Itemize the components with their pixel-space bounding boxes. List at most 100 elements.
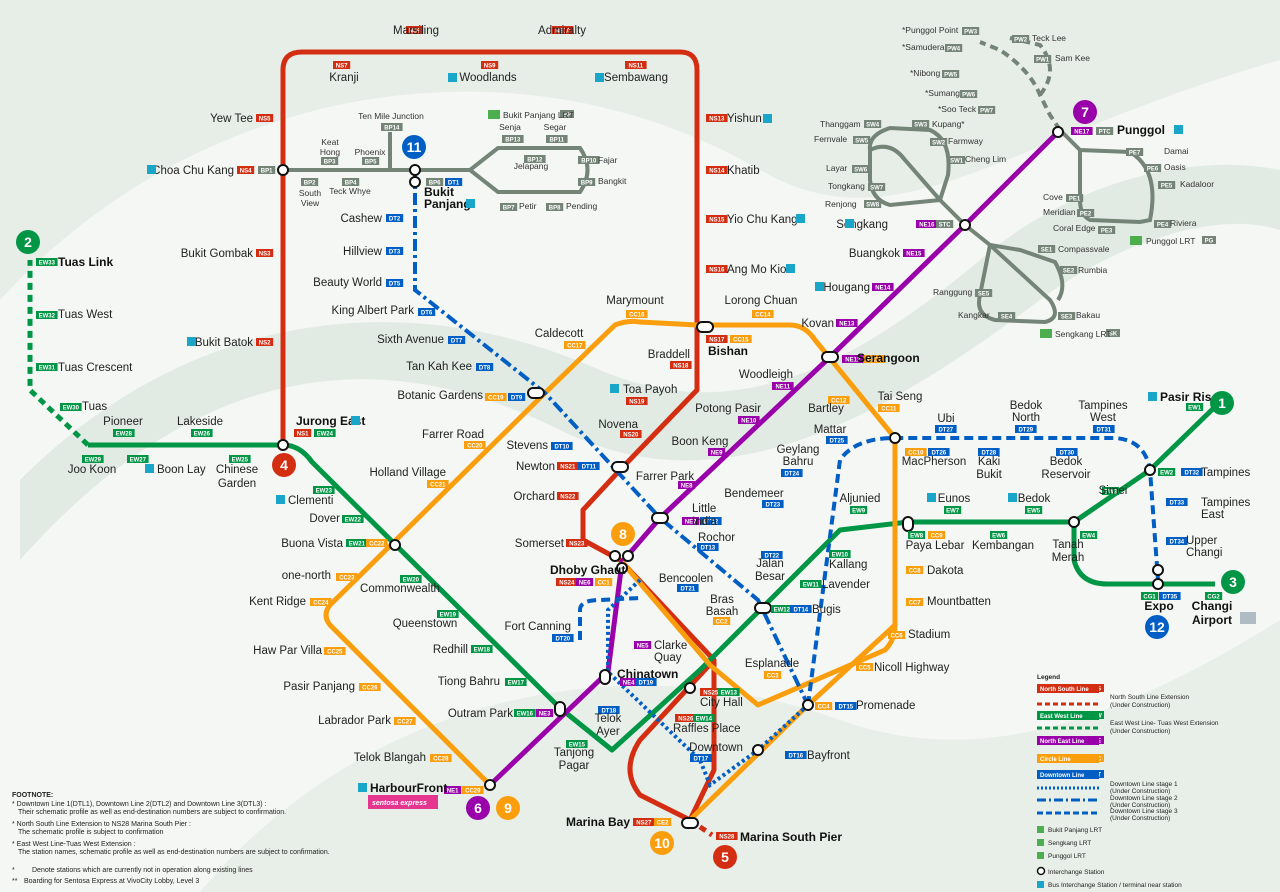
station-yio-chu-kang[interactable]: Yio Chu Kang bbox=[727, 214, 798, 226]
lrt-meridian[interactable]: Meridian bbox=[1043, 207, 1076, 217]
lrt-ranggung[interactable]: Ranggung bbox=[933, 287, 973, 297]
station-yew-tee[interactable]: Yew Tee bbox=[210, 113, 253, 125]
station-nicoll-highway[interactable]: Nicoll Highway bbox=[874, 662, 950, 674]
station-marina-south-pier[interactable]: Marina South Pier bbox=[740, 830, 842, 844]
station-outram-park[interactable]: Outram Park bbox=[448, 708, 513, 720]
lrt-renjong[interactable]: Renjong bbox=[825, 199, 857, 209]
station-bras-basah-2[interactable]: Basah bbox=[706, 606, 739, 618]
station-kaki-bukit-2[interactable]: Bukit bbox=[976, 469, 1002, 481]
lrt-bakau[interactable]: Bakau bbox=[1076, 310, 1100, 320]
station-pasir-panjang[interactable]: Pasir Panjang bbox=[283, 681, 355, 693]
lrt-riviera[interactable]: Riviera bbox=[1170, 218, 1197, 228]
station-tuas-west[interactable]: Tuas West bbox=[58, 309, 113, 321]
lrt-punggol-point[interactable]: *Punggol Point bbox=[902, 25, 959, 35]
lrt-south-view-2[interactable]: View bbox=[301, 198, 320, 208]
station-kallang[interactable]: Kallang bbox=[829, 559, 867, 571]
station-raffles-place[interactable]: Raffles Place bbox=[673, 723, 741, 735]
station-tampines[interactable]: Tampines bbox=[1201, 467, 1250, 479]
station-woodleigh[interactable]: Woodleigh bbox=[739, 369, 793, 381]
station-bedok-reservoir-2[interactable]: Reservoir bbox=[1041, 469, 1090, 481]
lrt-petir[interactable]: Petir bbox=[519, 201, 537, 211]
station-lorong-chuan[interactable]: Lorong Chuan bbox=[725, 295, 798, 307]
lrt-phoenix[interactable]: Phoenix bbox=[355, 147, 386, 157]
station-novena[interactable]: Novena bbox=[598, 419, 638, 431]
station-bendemeer[interactable]: Bendemeer bbox=[724, 488, 784, 500]
station-cashew[interactable]: Cashew bbox=[340, 213, 382, 225]
station-tuas-crescent[interactable]: Tuas Crescent bbox=[58, 362, 133, 374]
station-telok-ayer-2[interactable]: Ayer bbox=[596, 726, 620, 738]
station-macpherson[interactable]: MacPherson bbox=[902, 456, 967, 468]
station-tanah-merah-2[interactable]: Merah bbox=[1052, 552, 1085, 564]
station-dover[interactable]: Dover bbox=[309, 513, 340, 525]
station-potong-pasir[interactable]: Potong Pasir bbox=[695, 403, 761, 415]
station-aljunied[interactable]: Aljunied bbox=[840, 493, 881, 505]
station-orchard[interactable]: Orchard bbox=[513, 491, 555, 503]
station-tanjong-pagar-2[interactable]: Pagar bbox=[559, 760, 590, 772]
station-bukit-panjang[interactable]: Bukit bbox=[424, 185, 454, 199]
lrt-coral-edge[interactable]: Coral Edge bbox=[1053, 223, 1096, 233]
station-jalan-besar[interactable]: Jalan bbox=[756, 558, 784, 570]
station-ubi[interactable]: Ubi bbox=[937, 413, 954, 425]
station-little-india[interactable]: Little bbox=[692, 503, 716, 515]
station-buona-vista[interactable]: Buona Vista bbox=[281, 538, 343, 550]
station-marina-bay[interactable]: Marina Bay bbox=[566, 815, 630, 829]
station-newton[interactable]: Newton bbox=[516, 461, 555, 473]
station-stadium[interactable]: Stadium bbox=[908, 629, 950, 641]
station-rochor[interactable]: Rochor bbox=[698, 532, 735, 544]
station-tampines-east-2[interactable]: East bbox=[1201, 509, 1225, 521]
station-tanjong-pagar[interactable]: Tanjong bbox=[554, 747, 594, 759]
station-city-hall[interactable]: City Hall bbox=[700, 697, 743, 709]
station-eunos[interactable]: Eunos bbox=[938, 493, 971, 505]
station-sembawang[interactable]: Sembawang bbox=[604, 72, 668, 84]
station-bartley[interactable]: Bartley bbox=[808, 403, 844, 415]
station-pasir-ris[interactable]: Pasir Ris bbox=[1160, 390, 1212, 404]
lrt-fajar[interactable]: Fajar bbox=[598, 155, 618, 165]
station-admiralty[interactable]: Admiralty bbox=[538, 25, 586, 37]
station-boon-keng[interactable]: Boon Keng bbox=[672, 436, 729, 448]
station-hougang[interactable]: Hougang bbox=[823, 282, 870, 294]
station-mattar[interactable]: Mattar bbox=[814, 424, 847, 436]
station-queenstown[interactable]: Queenstown bbox=[393, 618, 458, 630]
station-jalan-besar-2[interactable]: Besar bbox=[755, 571, 785, 583]
station-bukit-panjang-2[interactable]: Panjang bbox=[424, 197, 471, 211]
station-serangoon[interactable]: Serangoon bbox=[857, 351, 920, 365]
station-hillview[interactable]: Hillview bbox=[343, 246, 383, 258]
station-chinatown[interactable]: Chinatown bbox=[617, 667, 678, 681]
station-bugis[interactable]: Bugis bbox=[812, 604, 841, 616]
station-chinese-garden-2[interactable]: Garden bbox=[218, 478, 256, 490]
station-jurong-east[interactable]: Jurong East bbox=[296, 414, 365, 428]
station-clementi[interactable]: Clementi bbox=[288, 495, 333, 507]
station-stevens[interactable]: Stevens bbox=[506, 440, 548, 452]
station-one-north[interactable]: one-north bbox=[282, 570, 331, 582]
station-farrer-park[interactable]: Farrer Park bbox=[636, 471, 694, 483]
lrt-sumang[interactable]: *Sumang bbox=[925, 88, 960, 98]
station-telok-blangah[interactable]: Telok Blangah bbox=[354, 752, 426, 764]
station-pioneer[interactable]: Pioneer bbox=[103, 416, 143, 428]
lrt-cheng-lim[interactable]: Cheng Lim bbox=[965, 154, 1006, 164]
station-bedok-north-2[interactable]: North bbox=[1012, 412, 1040, 424]
lrt-nibong[interactable]: *Nibong bbox=[910, 68, 941, 78]
station-commonwealth[interactable]: Commonwealth bbox=[360, 583, 440, 595]
station-bedok-north[interactable]: Bedok bbox=[1010, 400, 1043, 412]
lrt-damai[interactable]: Damai bbox=[1164, 146, 1189, 156]
lrt-bangkit[interactable]: Bangkit bbox=[598, 176, 627, 186]
station-holland-village[interactable]: Holland Village bbox=[369, 467, 446, 479]
station-tampines-east[interactable]: Tampines bbox=[1201, 497, 1250, 509]
lrt-south-view[interactable]: South bbox=[299, 188, 321, 198]
lrt-sam-kee[interactable]: Sam Kee bbox=[1055, 53, 1090, 63]
station-bishan[interactable]: Bishan bbox=[708, 344, 748, 358]
station-labrador-park[interactable]: Labrador Park bbox=[318, 715, 391, 727]
lrt-cove[interactable]: Cove bbox=[1043, 192, 1063, 202]
station-bedok[interactable]: Bedok bbox=[1018, 493, 1051, 505]
station-paya-lebar[interactable]: Paya Lebar bbox=[906, 540, 965, 552]
station-botanic-gardens[interactable]: Botanic Gardens bbox=[397, 390, 483, 402]
lrt-fernvale[interactable]: Fernvale bbox=[814, 134, 847, 144]
station-harbourfront[interactable]: HarbourFront bbox=[370, 781, 447, 795]
lrt-keat-hong-2[interactable]: Hong bbox=[320, 147, 341, 157]
station-upper-changi-2[interactable]: Changi bbox=[1186, 547, 1222, 559]
station-buangkok[interactable]: Buangkok bbox=[849, 248, 900, 260]
station-woodlands[interactable]: Woodlands bbox=[459, 72, 517, 84]
station-dhoby-ghaut[interactable]: Dhoby Ghaut bbox=[550, 563, 625, 577]
station-haw-par-villa[interactable]: Haw Par Villa bbox=[253, 645, 322, 657]
station-tampines-west-2[interactable]: West bbox=[1090, 412, 1117, 424]
